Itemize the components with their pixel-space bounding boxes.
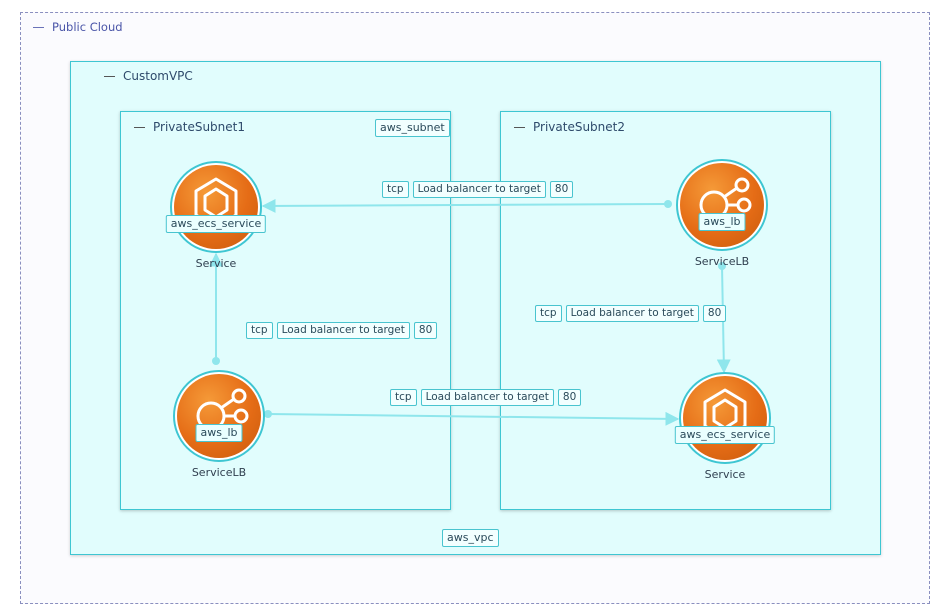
- public-cloud-title: Public Cloud: [33, 20, 123, 34]
- subnet1-label: PrivateSubnet1: [153, 120, 246, 134]
- edge-port: 80: [549, 181, 574, 198]
- edge-port: 80: [413, 322, 438, 339]
- node-type-tag: aws_lb: [698, 213, 746, 231]
- node-service2[interactable]: aws_ecs_service Service: [674, 372, 776, 481]
- collapse-icon[interactable]: [514, 126, 525, 128]
- subnet1-group: PrivateSubnet1 aws_subnet: [120, 111, 451, 510]
- node-service1[interactable]: aws_ecs_service Service: [165, 161, 267, 270]
- edge-description: Load balancer to target: [420, 389, 554, 406]
- edge-protocol: tcp: [390, 389, 417, 406]
- node-type-tag: aws_ecs_service: [165, 215, 267, 233]
- ecs-service-icon: [174, 165, 258, 249]
- node-type-tag: aws_ecs_service: [674, 426, 776, 444]
- node-lb1[interactable]: aws_lb ServiceLB: [173, 370, 265, 479]
- subnet1-title: PrivateSubnet1: [134, 120, 245, 134]
- edge-description: Load balancer to target: [276, 322, 410, 339]
- subnet2-title: PrivateSubnet2: [514, 120, 625, 134]
- public-cloud-label: Public Cloud: [52, 20, 123, 34]
- node-caption: ServiceLB: [191, 466, 247, 479]
- vpc-title: CustomVPC: [104, 69, 193, 83]
- node-caption: Service: [195, 257, 237, 270]
- edge-port: 80: [557, 389, 582, 406]
- edge-label-lb2-service2[interactable]: tcp Load balancer to target 80: [535, 305, 727, 322]
- load-balancer-icon: [680, 163, 764, 247]
- edge-protocol: tcp: [382, 181, 409, 198]
- subnet1-type-tag: aws_subnet: [375, 119, 450, 137]
- edge-protocol: tcp: [246, 322, 273, 339]
- node-caption: Service: [704, 468, 746, 481]
- edge-description: Load balancer to target: [412, 181, 546, 198]
- collapse-icon[interactable]: [104, 75, 115, 77]
- edge-label-lb1-service1[interactable]: tcp Load balancer to target 80: [246, 322, 438, 339]
- ecs-service-icon: [683, 376, 767, 460]
- node-type-tag: aws_lb: [195, 424, 243, 442]
- collapse-icon[interactable]: [134, 126, 145, 128]
- load-balancer-icon: [177, 374, 261, 458]
- edge-port: 80: [702, 305, 727, 322]
- edge-label-lb2-service1[interactable]: tcp Load balancer to target 80: [382, 181, 574, 198]
- collapse-icon[interactable]: [33, 26, 44, 28]
- vpc-label: CustomVPC: [123, 69, 193, 83]
- edge-label-lb1-service2[interactable]: tcp Load balancer to target 80: [390, 389, 582, 406]
- edge-description: Load balancer to target: [565, 305, 699, 322]
- node-lb2[interactable]: aws_lb ServiceLB: [676, 159, 768, 268]
- node-caption: ServiceLB: [694, 255, 750, 268]
- vpc-type-tag: aws_vpc: [442, 529, 499, 547]
- edge-protocol: tcp: [535, 305, 562, 322]
- subnet2-label: PrivateSubnet2: [533, 120, 626, 134]
